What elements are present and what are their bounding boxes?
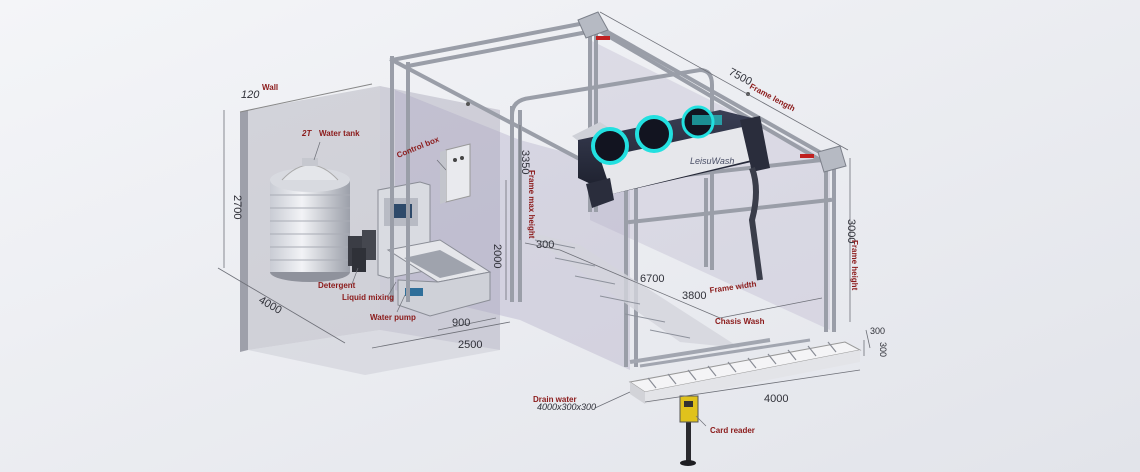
label-water-tank: Water tank xyxy=(319,129,360,138)
floor-track xyxy=(522,230,811,368)
card-reader xyxy=(679,395,699,466)
dimension-lines xyxy=(217,11,871,403)
dim-wall-thickness: 120 xyxy=(241,89,260,101)
label-wall: Wall xyxy=(262,83,278,92)
dim-mixer-height: 2000 xyxy=(491,244,503,268)
wash-gantry-machine: LeisuWash xyxy=(572,105,770,281)
control-box xyxy=(440,143,471,204)
leader-lines xyxy=(313,141,707,427)
dim-room-height: 2700 xyxy=(231,195,243,219)
label-card-reader: Card reader xyxy=(710,426,755,435)
drain-pit xyxy=(628,341,862,404)
dim-track-length: 6700 xyxy=(640,273,664,285)
dim-room-width: 2500 xyxy=(458,339,482,351)
dim-pit-length: 4000 xyxy=(764,393,788,405)
dim-mixer-width: 900 xyxy=(452,317,470,329)
liquid-mixing-station xyxy=(377,181,492,317)
label-water-pump: Water pump xyxy=(370,313,416,322)
dim-frame-width: 3800 xyxy=(682,290,706,302)
dim-frame-max-height: 3350 xyxy=(519,150,531,174)
dim-drain-size: 4000x300x300 xyxy=(537,402,596,412)
label-frame-height: Frame height xyxy=(850,240,859,291)
label-drain-water: Drain water xyxy=(533,395,577,404)
label-chassis-wash: Chasis Wash xyxy=(715,317,765,326)
label-detergent: Detergent xyxy=(318,281,356,290)
detergent-drums xyxy=(348,230,376,272)
dim-rail-offset: 300 xyxy=(536,239,554,251)
label-frame-max-height: Frame max height xyxy=(527,170,536,239)
water-tank xyxy=(270,158,350,282)
label-liquid-mixing: Liquid mixing xyxy=(342,293,394,302)
label-tank-capacity: 2T xyxy=(301,129,312,138)
dim-frame-height: 3000 xyxy=(845,219,857,243)
dim-pit-depth: 300 xyxy=(878,342,888,357)
brand-label: LeisuWash xyxy=(690,156,734,166)
dim-pit-width: 300 xyxy=(870,326,885,336)
